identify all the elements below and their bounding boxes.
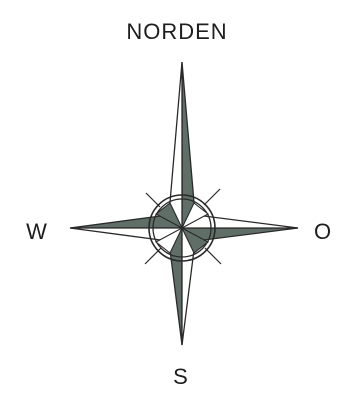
north-label: NORDEN — [126, 19, 227, 44]
compass-star — [70, 62, 298, 345]
east-label: O — [314, 219, 332, 244]
tick-line-se — [205, 248, 221, 264]
north-point-dark-half — [182, 62, 195, 228]
tick-line-ne — [204, 189, 220, 205]
west-label: W — [26, 219, 48, 244]
south-label: S — [173, 364, 189, 389]
north-point-light-half — [169, 62, 182, 228]
